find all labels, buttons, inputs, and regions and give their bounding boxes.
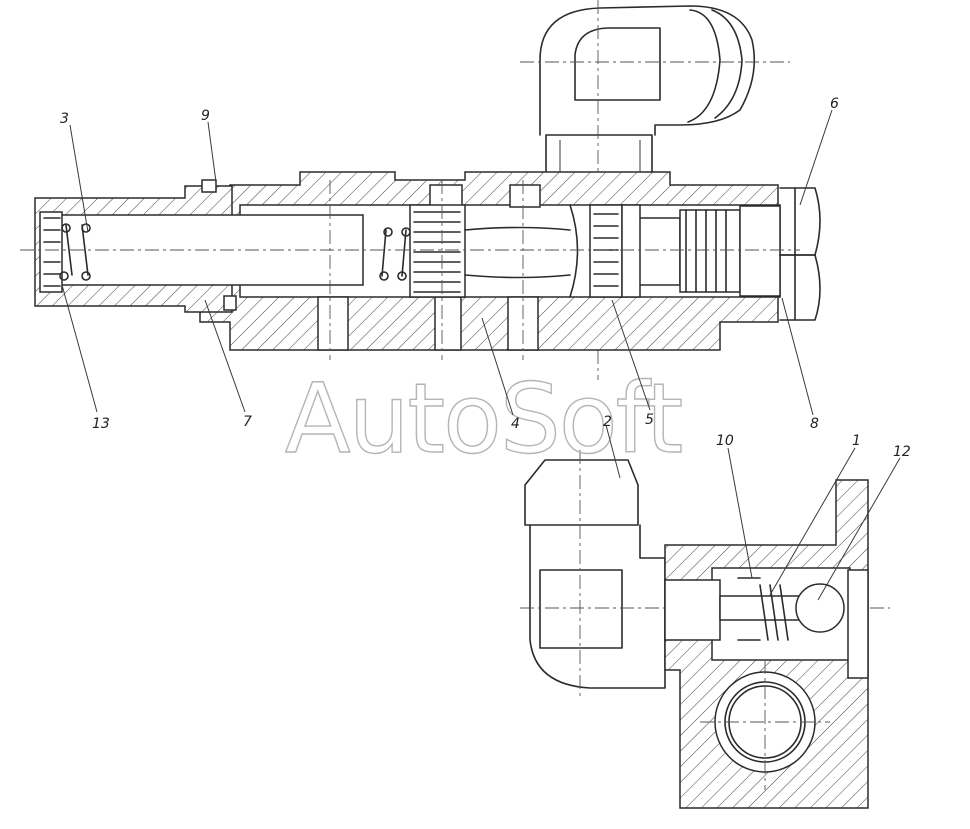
callout-8: 8 xyxy=(810,416,819,432)
watermark-text: AutoSoft xyxy=(285,363,682,475)
middle-spring xyxy=(379,227,411,281)
callout-7: 7 xyxy=(243,414,252,430)
callout-2: 2 xyxy=(603,414,612,430)
callout-13: 13 xyxy=(92,416,110,432)
bottom-check-valve xyxy=(520,450,890,809)
callout-4: 4 xyxy=(511,416,520,432)
callout-12: 12 xyxy=(893,444,911,460)
callout-10: 10 xyxy=(716,433,734,449)
callout-labels: 3 9 6 13 7 4 2 5 8 10 1 12 xyxy=(60,96,911,460)
callout-3: 3 xyxy=(60,111,69,127)
callout-1: 1 xyxy=(852,433,861,449)
spool xyxy=(409,204,781,298)
callout-9: 9 xyxy=(201,108,210,124)
end-cap-nut xyxy=(779,187,821,321)
main-valve-body xyxy=(20,0,821,380)
left-spring xyxy=(59,223,91,281)
callout-5: 5 xyxy=(645,412,654,428)
end-seal-stack xyxy=(43,217,61,287)
leader-lines xyxy=(61,109,901,601)
callout-6: 6 xyxy=(830,96,839,112)
